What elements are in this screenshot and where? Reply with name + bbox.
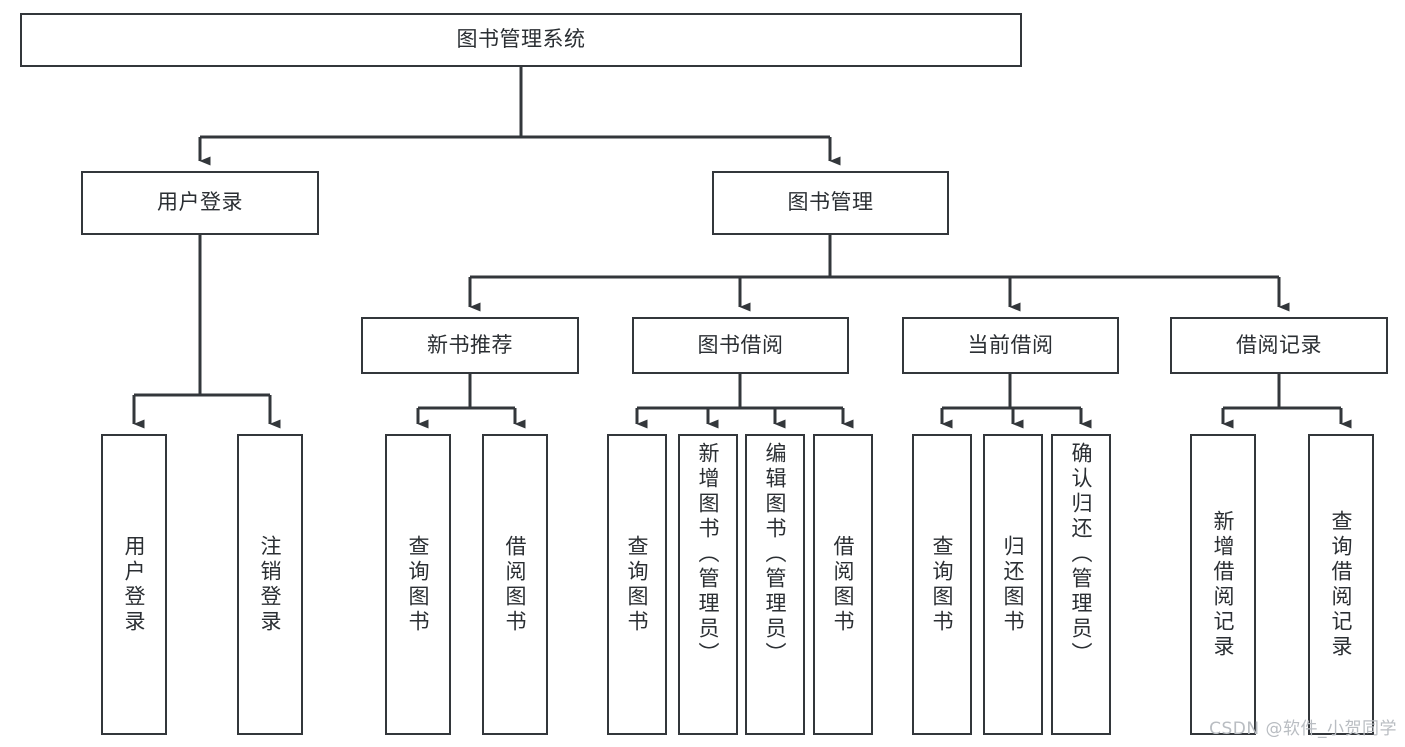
leaf-query-book-borrow-label: 查询图书 <box>625 534 650 635</box>
node-borrow-record-label: 借阅记录 <box>1236 332 1322 357</box>
node-book-borrow[interactable]: 图书借阅 <box>632 317 849 374</box>
node-book-management[interactable]: 图书管理 <box>712 171 949 235</box>
node-root-system[interactable]: 图书管理系统 <box>20 13 1022 67</box>
node-current-borrow-label: 当前借阅 <box>967 332 1054 357</box>
leaf-user-login-label: 用户登录 <box>122 534 147 635</box>
leaf-borrow-book[interactable]: 借阅图书 <box>813 434 873 735</box>
leaf-edit-book-admin[interactable]: 编辑图书（管理员） <box>745 434 805 735</box>
leaf-borrow-book-recommend-label: 借阅图书 <box>503 534 528 635</box>
leaf-query-book-recommend-label: 查询图书 <box>406 534 431 635</box>
leaf-query-borrow-record[interactable]: 查询借阅记录 <box>1308 434 1374 735</box>
leaf-query-book-borrow[interactable]: 查询图书 <box>607 434 667 735</box>
leaf-borrow-book-label: 借阅图书 <box>831 534 856 635</box>
leaf-confirm-return-admin[interactable]: 确认归还（管理员） <box>1051 434 1111 735</box>
leaf-query-book-recommend[interactable]: 查询图书 <box>385 434 451 735</box>
leaf-edit-book-admin-label: 编辑图书（管理员） <box>763 442 788 667</box>
node-user-login[interactable]: 用户登录 <box>81 171 319 235</box>
leaf-query-borrow-record-label: 查询借阅记录 <box>1329 509 1354 660</box>
node-borrow-record[interactable]: 借阅记录 <box>1170 317 1388 374</box>
node-new-book-recommend[interactable]: 新书推荐 <box>361 317 579 374</box>
node-new-book-recommend-label: 新书推荐 <box>427 332 513 357</box>
node-book-borrow-label: 图书借阅 <box>697 332 784 357</box>
leaf-add-borrow-record-label: 新增借阅记录 <box>1211 509 1236 660</box>
leaf-add-book-admin[interactable]: 新增图书（管理员） <box>678 434 738 735</box>
leaf-return-book[interactable]: 归还图书 <box>983 434 1043 735</box>
leaf-query-book-current-label: 查询图书 <box>930 534 955 635</box>
node-book-management-label: 图书管理 <box>787 190 874 215</box>
node-current-borrow[interactable]: 当前借阅 <box>902 317 1119 374</box>
leaf-add-borrow-record[interactable]: 新增借阅记录 <box>1190 434 1256 735</box>
leaf-user-login[interactable]: 用户登录 <box>101 434 167 735</box>
leaf-add-book-admin-label: 新增图书（管理员） <box>696 442 721 667</box>
node-user-login-label: 用户登录 <box>157 190 243 215</box>
leaf-query-book-current[interactable]: 查询图书 <box>912 434 972 735</box>
leaf-return-book-label: 归还图书 <box>1001 534 1026 635</box>
leaf-borrow-book-recommend[interactable]: 借阅图书 <box>482 434 548 735</box>
leaf-logout-login-label: 注销登录 <box>258 534 283 635</box>
node-root-system-label: 图书管理系统 <box>456 27 586 52</box>
leaf-logout-login[interactable]: 注销登录 <box>237 434 303 735</box>
leaf-confirm-return-admin-label: 确认归还（管理员） <box>1069 442 1094 667</box>
